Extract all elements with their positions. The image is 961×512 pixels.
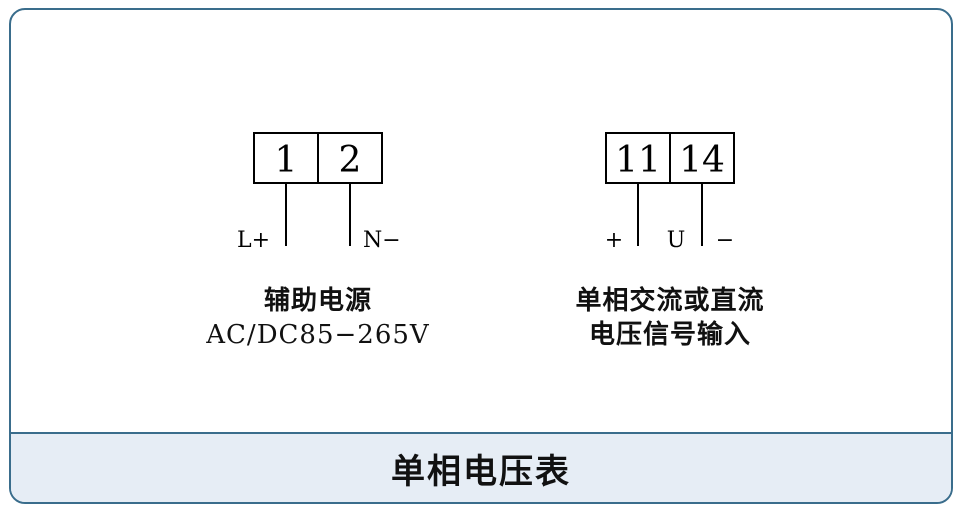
- terminal-box-1: [253, 132, 319, 184]
- power-caption: 辅助电源 AC/DC85−265V: [168, 284, 468, 352]
- terminal-label-11: 11: [615, 140, 661, 181]
- meter-panel: 单相电压表: [9, 8, 953, 504]
- terminal-box-2: [317, 132, 383, 184]
- terminal-label-1: 1: [275, 140, 298, 181]
- power-terminal-block: 1 2 L+ N−: [237, 132, 401, 253]
- terminal-box-14: [669, 132, 735, 184]
- power-caption-range: AC/DC85−265V: [206, 320, 430, 350]
- pin-label-minus: −: [716, 228, 734, 253]
- signal-terminal-block: 11 14 + U −: [605, 132, 735, 253]
- pin-label-plus: +: [605, 228, 623, 253]
- power-caption-title: 辅助电源: [263, 286, 372, 316]
- terminal-label-2: 2: [339, 140, 362, 181]
- terminal-label-14: 14: [679, 140, 725, 181]
- signal-caption-title: 单相交流或直流: [575, 286, 765, 316]
- meter-title: 单相电压表: [391, 451, 571, 492]
- pin-label-n-minus: N−: [363, 228, 401, 253]
- signal-caption: 单相交流或直流 电压信号输入: [520, 284, 820, 352]
- pin-label-u: U: [667, 228, 686, 253]
- signal-caption-subtitle: 电压信号输入: [588, 320, 751, 350]
- footer-bar: 单相电压表: [11, 432, 951, 502]
- pin-label-l-plus: L+: [237, 228, 270, 253]
